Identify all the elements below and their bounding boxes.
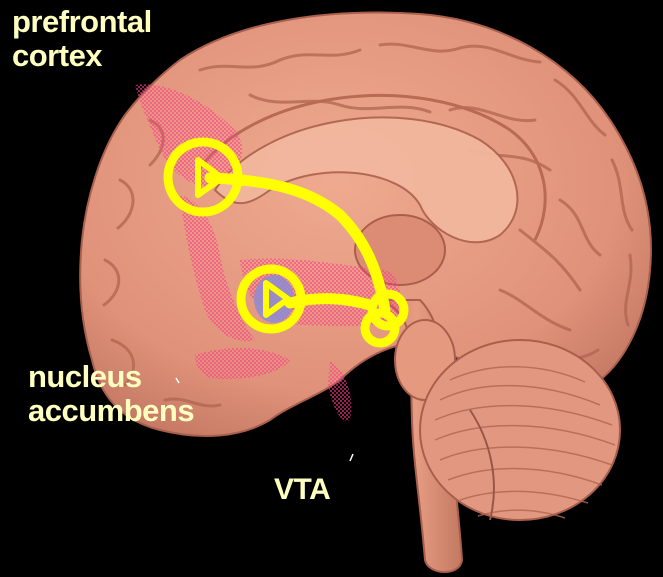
vta-label: VTA <box>274 473 330 507</box>
cerebellum <box>420 340 620 520</box>
nucleus-accumbens-label: nucleus accumbens <box>28 360 194 428</box>
prefrontal-label-line2: cortex <box>12 39 152 73</box>
prefrontal-label-line1: prefrontal <box>12 5 152 39</box>
nacc-label-line1: nucleus <box>28 360 194 394</box>
nacc-label-line2: accumbens <box>28 394 194 428</box>
prefrontal-cortex-label: prefrontal cortex <box>12 5 152 73</box>
